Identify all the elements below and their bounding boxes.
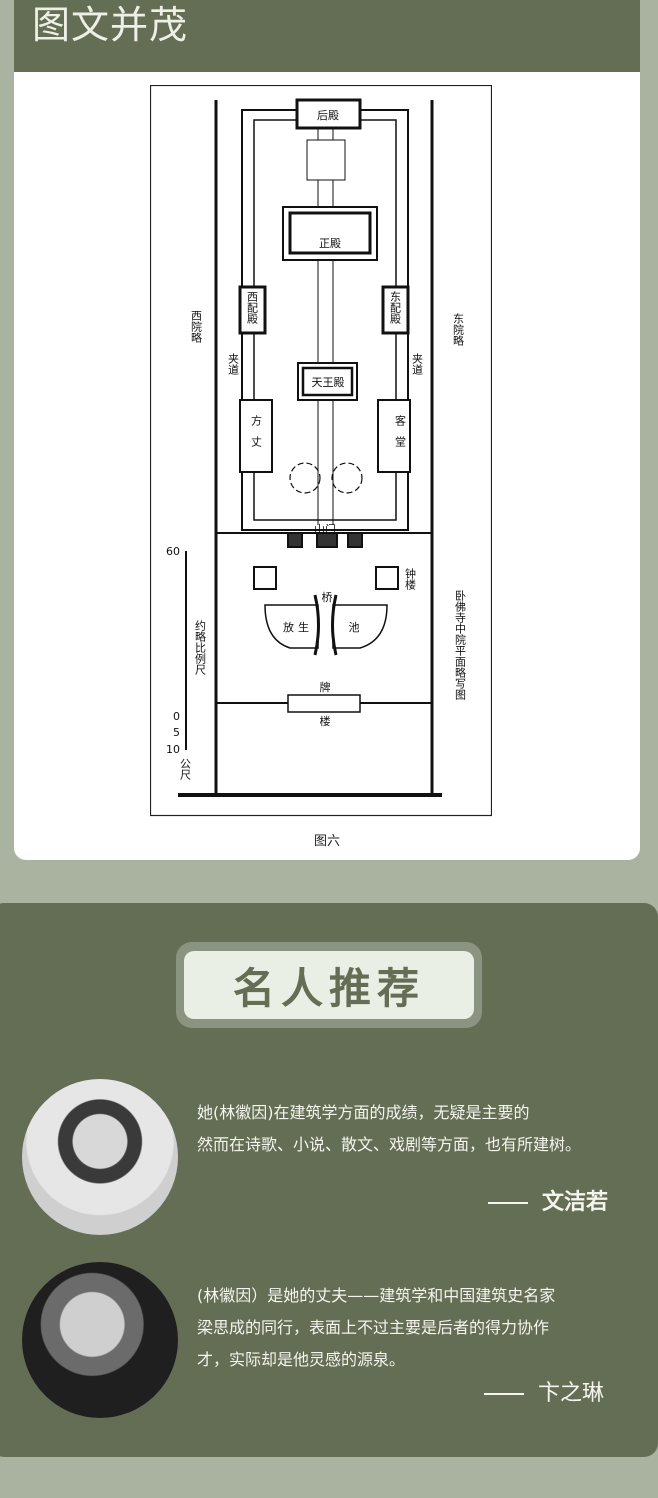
label-main-hall: 正殿 — [319, 237, 341, 250]
label-scale-title: 约略比例尺 — [194, 620, 207, 676]
author-name: 卞之琳 — [538, 1381, 605, 1406]
bell-tower — [375, 566, 399, 590]
drum-tower — [253, 566, 277, 590]
label-pond-left: 放生 — [283, 620, 313, 634]
rear-hall — [295, 98, 362, 130]
tree — [331, 462, 363, 494]
quote-line: 才，实际却是他灵感的源泉。 — [197, 1350, 406, 1369]
section-header: 图文并茂 — [14, 0, 640, 72]
avatar-wen-jieruo — [22, 1079, 178, 1235]
east-side-hall — [381, 285, 410, 335]
pond-right — [332, 604, 388, 649]
quote-1: 她(林徽因)在建筑学方面的成绩，无疑是主要的 然而在诗歌、小说、散文、戏剧等方面… — [197, 1097, 581, 1161]
quote-line: 然而在诗歌、小说、散文、戏剧等方面，也有所建树。 — [197, 1135, 582, 1154]
quote-author-1: 文洁若 — [488, 1184, 608, 1216]
label-east-side-hall: 东配殿 — [389, 291, 402, 325]
scale-tick-0: 0 — [173, 710, 180, 723]
section-title: 图文并茂 — [32, 3, 189, 47]
label-abbot-room: 方丈 — [250, 414, 263, 457]
label-rear-hall: 后殿 — [317, 109, 339, 122]
label-east-yard: 东院略 — [452, 313, 465, 347]
label-bridge: 桥 — [322, 591, 333, 604]
archway — [287, 694, 361, 713]
label-right-passage: 夹道 — [411, 353, 424, 375]
quote-2: (林徽因）是她的丈夫——建筑学和中国建筑史名家 梁思成的同行，表面上不过主要是后… — [197, 1280, 555, 1376]
label-left-passage: 夹道 — [227, 353, 240, 375]
label-pond-right: 池 — [349, 621, 360, 634]
author-name: 文洁若 — [542, 1190, 609, 1215]
figure-card: 后殿 正殿 西配殿 东配殿 西院略 东院略 夹道 夹道 天王殿 方丈 客堂 山门… — [14, 72, 640, 860]
label-west-yard: 西院略 — [190, 310, 203, 344]
guest-hall — [377, 399, 411, 473]
scale-tick-5: 5 — [173, 726, 180, 739]
label-archway-bottom: 楼 — [320, 714, 331, 728]
label-archway-top: 牌 — [320, 680, 331, 694]
label-heavenly-kings-hall: 天王殿 — [312, 376, 345, 389]
label-plan-title: 卧佛寺中院平面略写图 — [454, 590, 467, 701]
label-scale-unit: 公尺 — [179, 758, 192, 781]
quote-author-2: 卞之琳 — [484, 1375, 604, 1407]
temple-floor-plan: 后殿 正殿 西配殿 东配殿 西院略 东院略 夹道 夹道 天王殿 方丈 客堂 山门… — [150, 85, 492, 817]
recommend-title: 名人推荐 — [232, 963, 425, 1013]
recommend-badge: 名人推荐 — [176, 942, 482, 1028]
label-guest-hall: 客堂 — [394, 414, 407, 457]
abbot-room — [239, 399, 273, 473]
scale-tick-10: 10 — [166, 743, 180, 756]
label-west-side-hall: 西配殿 — [246, 291, 259, 325]
quote-line: (林徽因）是她的丈夫——建筑学和中国建筑史名家 — [197, 1286, 556, 1305]
quote-line: 梁思成的同行，表面上不过主要是后者的得力协作 — [197, 1318, 550, 1337]
tree — [289, 462, 321, 494]
pond-left — [264, 604, 319, 649]
scale-tick-60: 60 — [166, 545, 180, 558]
label-mountain-gate: 山门 — [314, 522, 336, 536]
quote-line: 她(林徽因)在建筑学方面的成绩，无疑是主要的 — [197, 1103, 530, 1122]
avatar-bian-zhilin — [22, 1262, 178, 1418]
label-bell-tower: 钟楼 — [404, 567, 417, 591]
west-side-hall — [238, 285, 267, 335]
figure-caption: 图六 — [313, 834, 340, 849]
